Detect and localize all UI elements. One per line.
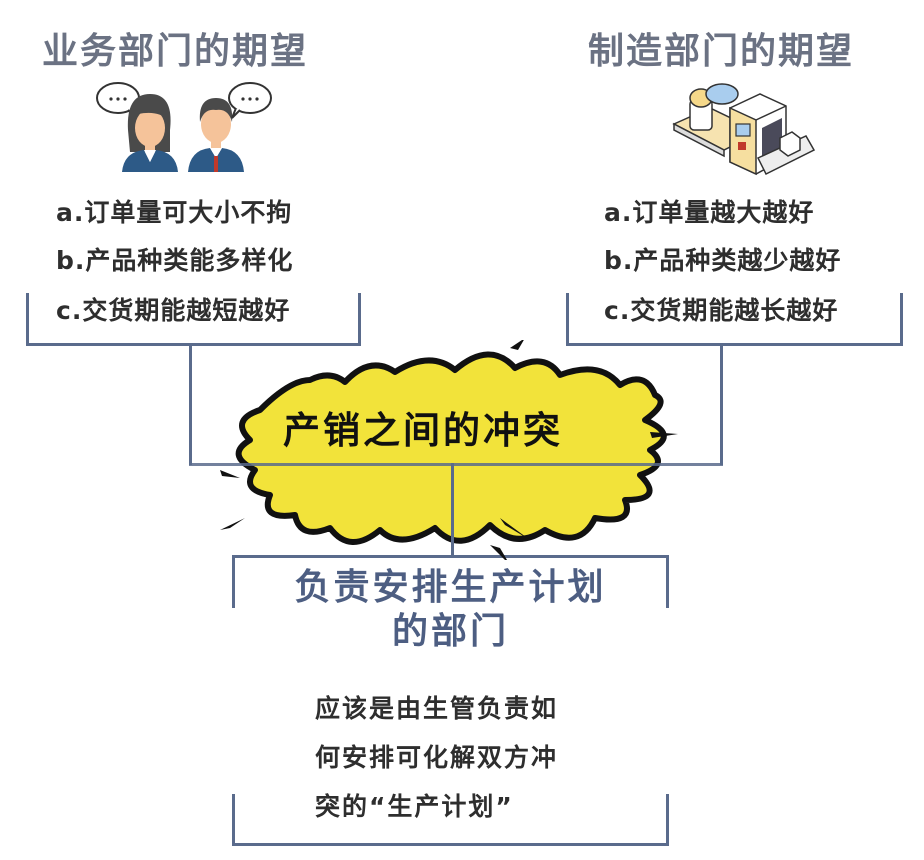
planning-desc-line1: 应该是由生管负责如 [315,694,559,723]
planning-desc-line3: 突的“生产计划” [315,792,514,821]
conflict-label: 产销之间的冲突 [283,409,563,452]
agents-icon [96,82,272,172]
planning-connector [451,463,454,558]
planning-desc-line2: 何安排可化解双方冲 [315,743,559,772]
manufacturing-bracket-right [900,293,903,346]
manufacturing-bracket-bottom [566,343,903,346]
conflict-horizontal-line [189,463,723,466]
sales-bracket-left [26,293,29,346]
manufacturing-bracket-left [566,293,569,346]
sales-title: 业务部门的期望 [42,31,309,72]
sales-item-b: b.产品种类能多样化 [56,246,294,275]
manufacturing-connector [720,343,723,465]
sales-bracket-right [358,293,361,346]
planning-title: 负责安排生产计划 的部门 [232,566,669,654]
sales-bracket-bottom [26,343,361,346]
sales-item-a: a.订单量可大小不拘 [56,198,293,227]
sales-connector [189,343,192,465]
sales-item-c: c.交货期能越短越好 [56,296,291,325]
planning-bracket-bottom-left [232,794,235,846]
manufacturing-item-b: b.产品种类越少越好 [604,246,842,275]
manufacturing-item-a: a.订单量越大越好 [604,198,815,227]
explosion-burst-icon [220,340,678,560]
planning-bracket-bottom-right [666,794,669,846]
planning-description: 应该是由生管负责如 何安排可化解双方冲 突的“生产计划” [315,684,558,831]
manufacturing-item-c: c.交货期能越长越好 [604,296,839,325]
manufacturing-title: 制造部门的期望 [588,31,855,72]
planning-bracket-top [232,555,669,558]
planning-title-line2: 的部门 [391,611,509,652]
planning-title-line1: 负责安排生产计划 [294,567,607,608]
planning-bracket-top-right [666,555,669,608]
planning-bracket-bottom [232,843,669,846]
planning-bracket-top-left [232,555,235,608]
factory-icon [672,83,815,176]
